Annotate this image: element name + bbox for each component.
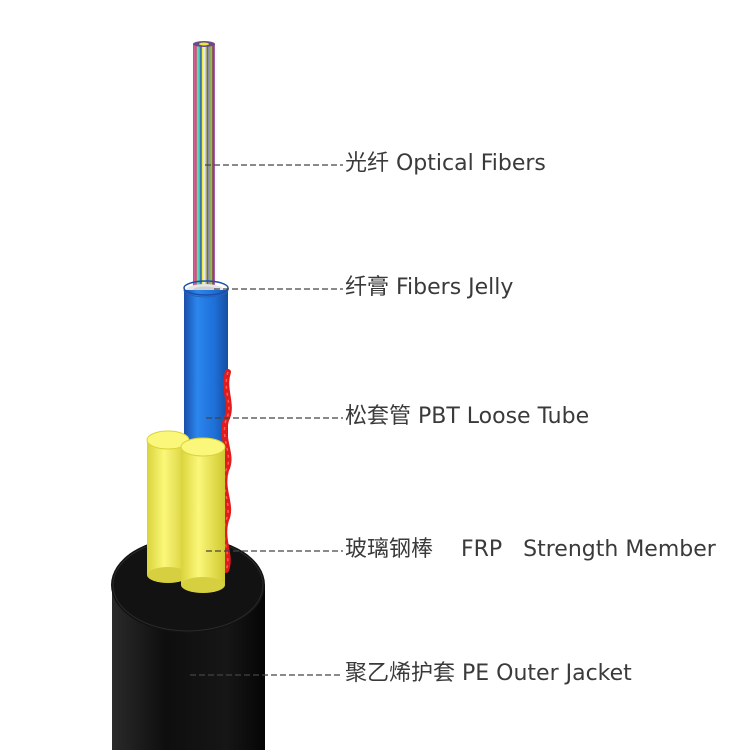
- frp-strength-member: [146, 430, 226, 593]
- label-outer-jacket: 聚乙烯护套 PE Outer Jacket: [345, 661, 632, 686]
- label-optical-fibers: 光纤 Optical Fibers: [345, 151, 546, 176]
- label-strength-member: 玻璃钢棒 FRP Strength Member: [345, 537, 716, 562]
- pbt-loose-tube: [183, 280, 229, 470]
- optical-fibers: [193, 41, 215, 290]
- label-loose-tube: 松套管 PBT Loose Tube: [345, 404, 590, 429]
- leader-lines: [190, 164, 343, 676]
- label-fibers-jelly: 纤膏 Fibers Jelly: [345, 275, 514, 300]
